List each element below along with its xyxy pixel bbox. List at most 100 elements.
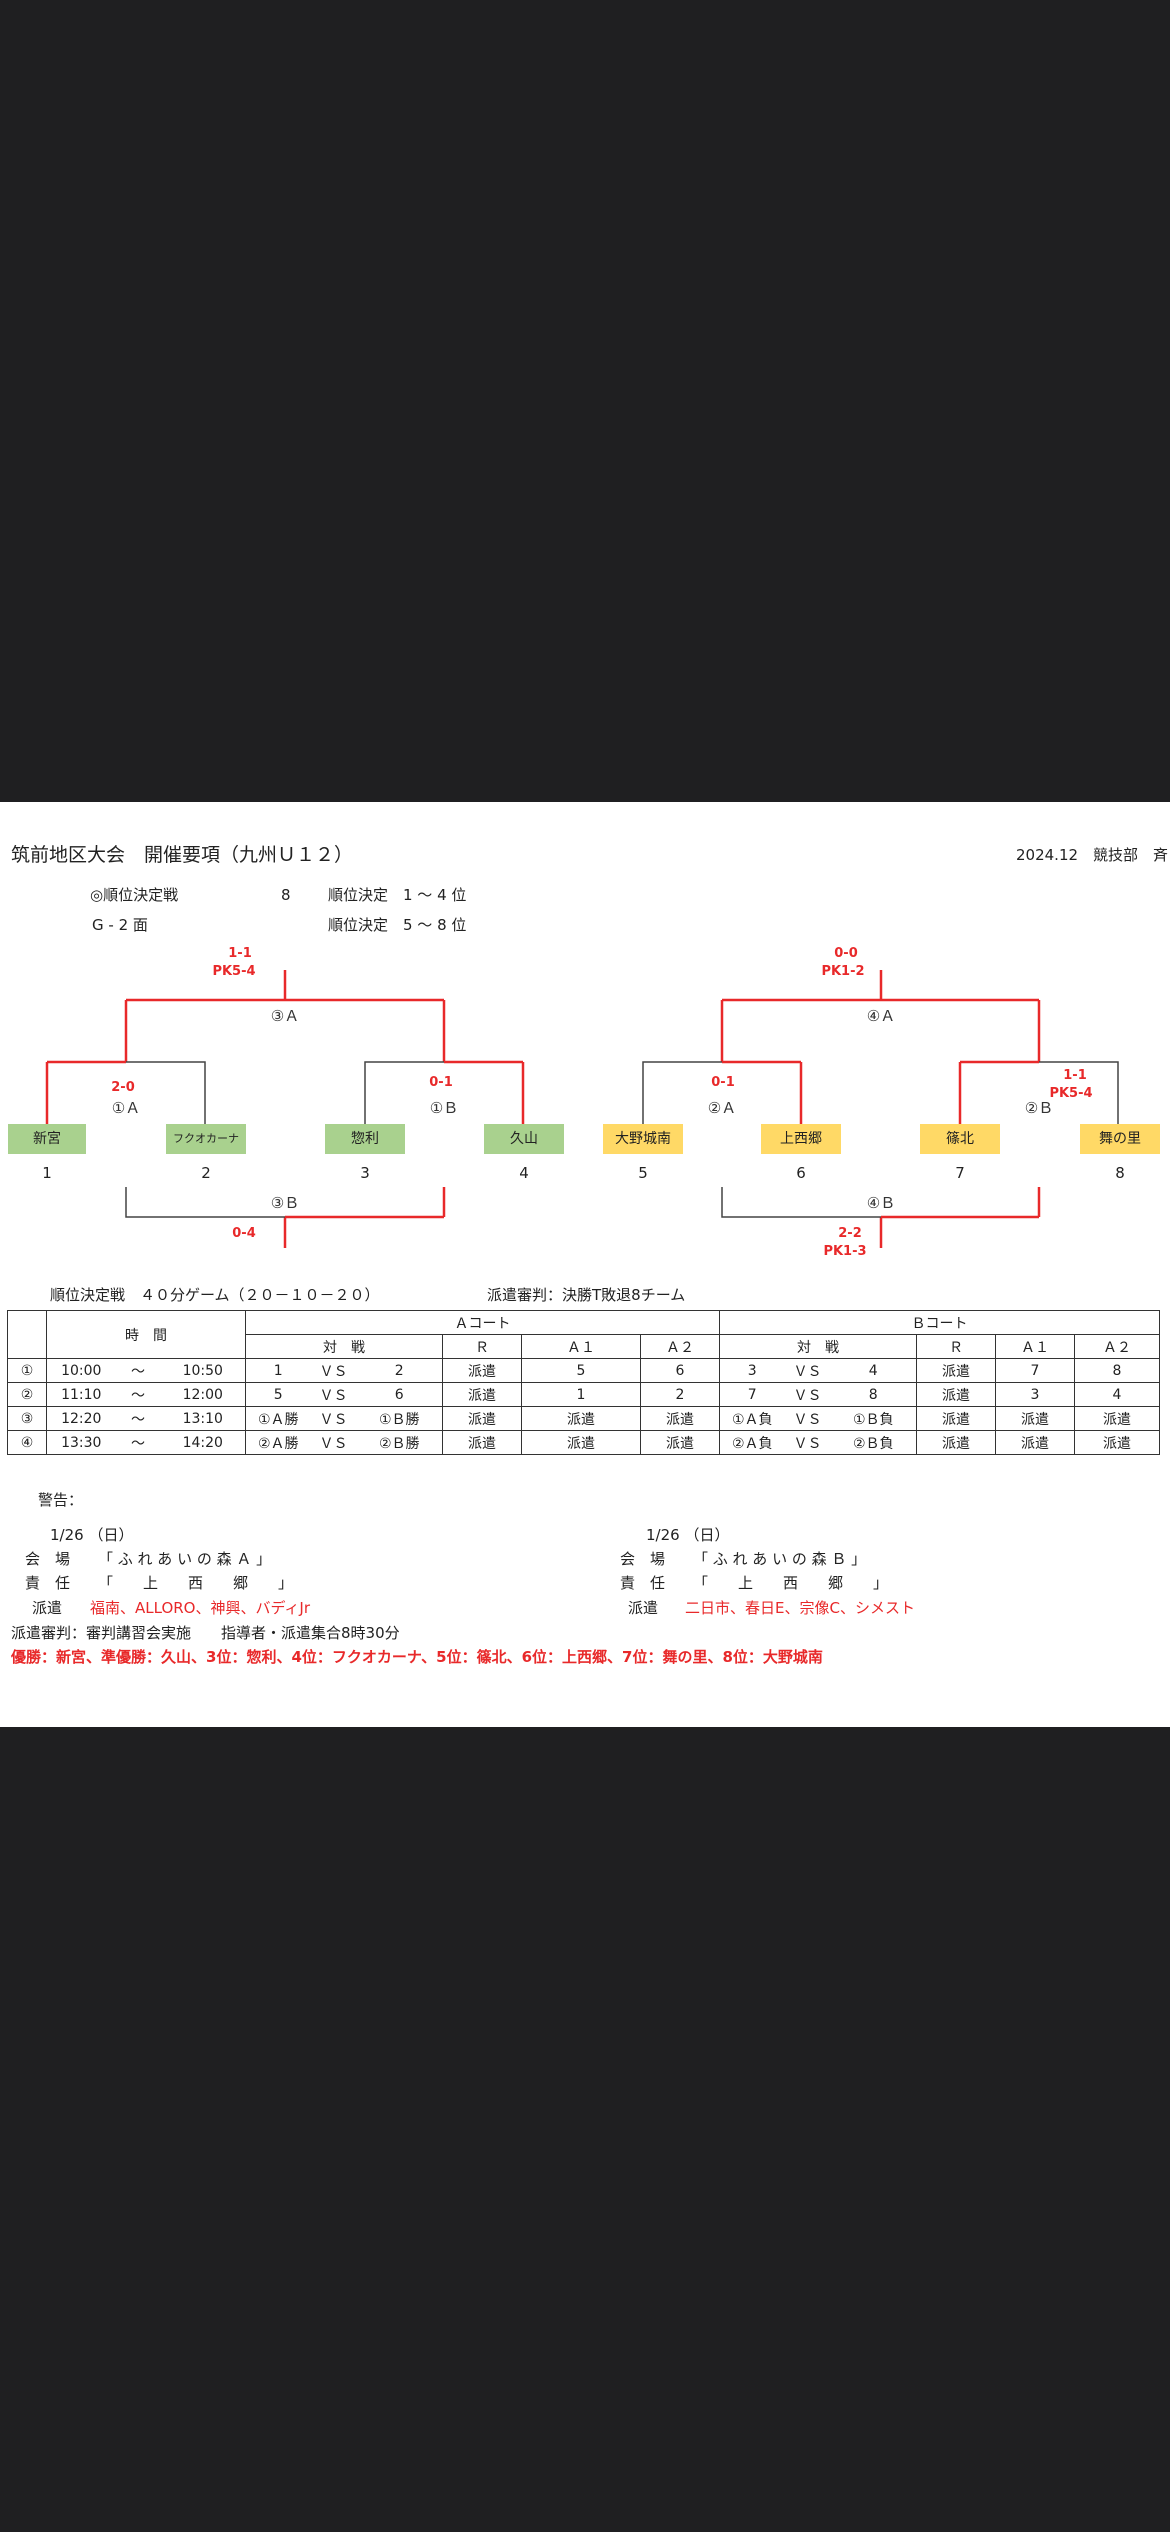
table-cell: ④	[7, 1430, 47, 1455]
table-cell: 派遣	[442, 1430, 522, 1455]
table-cell: 〜	[115, 1406, 161, 1431]
team-number: 3	[360, 1164, 370, 1182]
table-cell: 〜	[115, 1382, 161, 1407]
referee-note: 派遣審判：審判講習会実施 指導者・派遣集合8時30分	[11, 1624, 400, 1642]
table-cell: 2	[640, 1382, 720, 1407]
table-cell: ＶＳ	[784, 1358, 831, 1383]
table-cell: 派遣	[916, 1382, 996, 1407]
team-box: 新宮	[8, 1124, 86, 1154]
document-page: 筑前地区大会 開催要項（九州Ｕ１２） 2024.12 競技部 斉 ◎順位決定戦 …	[0, 802, 1170, 1727]
bracket-line	[364, 1061, 444, 1124]
bracket-line	[126, 1061, 206, 1124]
table-cell: 派遣	[1074, 1406, 1160, 1431]
table-cell: 7	[719, 1382, 785, 1407]
team-box: 舞の里	[1080, 1124, 1160, 1154]
team-number: 2	[201, 1164, 211, 1182]
right-responsible-label: 責 任	[620, 1574, 666, 1592]
left-venue-label: 会 場	[25, 1550, 71, 1568]
table-cell: 派遣	[442, 1382, 522, 1407]
header-cell: Ａ１	[995, 1334, 1075, 1359]
team-number: 1	[42, 1164, 52, 1182]
table-row: ① 10:00 〜 10:50 1 ＶＳ 2 派遣 5 6 3 ＶＳ 4 派遣 …	[7, 1358, 1160, 1383]
score-1b: 0-1	[429, 1075, 453, 1090]
table-cell: 派遣	[995, 1406, 1075, 1431]
score-2b: 1-1	[1063, 1068, 1087, 1083]
warning-label: 警告：	[38, 1491, 84, 1509]
table-row: ③ 12:20 〜 13:10 ①Ａ勝 ＶＳ ①Ｂ勝 派遣 派遣 派遣 ①Ａ負 …	[7, 1406, 1160, 1431]
table-header-row: 時 間 Ａコート Ｂコート	[7, 1310, 1160, 1359]
match-label-2a: ②Ａ	[707, 1099, 737, 1117]
bracket-line	[125, 1187, 285, 1218]
team-box: 大野城南	[603, 1124, 683, 1154]
table-cell: 4	[1074, 1382, 1160, 1407]
table-cell: ＶＳ	[310, 1430, 357, 1455]
match-label-3a: ③Ａ	[270, 1007, 300, 1025]
match-label-4b: ④Ｂ	[866, 1194, 896, 1212]
table-cell: ②Ａ負	[719, 1430, 785, 1455]
left-responsible: 「 上 西 郷 」	[98, 1574, 294, 1592]
table-cell: ①Ｂ勝	[356, 1406, 443, 1431]
score-4b: 2-2	[838, 1226, 862, 1241]
header-cell: Ａ１	[521, 1334, 641, 1359]
date-department: 2024.12 競技部 斉	[1016, 846, 1169, 864]
score-3b: 0-4	[232, 1226, 256, 1241]
right-venue: 「 ふ れ あ い の 森 Ｂ 」	[693, 1550, 867, 1568]
table-cell: 5	[245, 1382, 311, 1407]
score-2a: 0-1	[711, 1075, 735, 1090]
table-row: ④ 13:30 〜 14:20 ②Ａ勝 ＶＳ ②Ｂ勝 派遣 派遣 派遣 ②Ａ負 …	[7, 1430, 1160, 1455]
score-4a: 0-0	[834, 946, 858, 961]
table-cell: 3	[995, 1382, 1075, 1407]
table-cell: ②Ｂ勝	[356, 1430, 443, 1455]
table-cell: 派遣	[442, 1358, 522, 1383]
bracket-line	[642, 1061, 722, 1124]
table-cell: 13:10	[160, 1406, 246, 1431]
left-dispatch-label: 派遣	[32, 1599, 63, 1617]
left-responsible-label: 責 任	[25, 1574, 71, 1592]
team-box: 篠北	[920, 1124, 1000, 1154]
table-cell: 〜	[115, 1358, 161, 1383]
bracket-diagram	[45, 970, 1119, 1248]
schedule-table: 時 間 Ａコート Ｂコート 対 戦 Ｒ Ａ１ Ａ２ 対 戦 Ｒ Ａ１ Ａ２ ① …	[7, 1310, 1160, 1455]
right-dispatch-label: 派遣	[628, 1599, 659, 1617]
score-2b-pk: PK5-4	[1049, 1086, 1093, 1101]
team-number: 5	[638, 1164, 648, 1182]
team-box: 上西郷	[761, 1124, 841, 1154]
team-box: フクオカーナ	[166, 1124, 246, 1154]
table-cell: ①Ａ勝	[245, 1406, 311, 1431]
table-cell: 4	[830, 1358, 917, 1383]
table-cell: 13:30	[46, 1430, 116, 1455]
table-cell: 7	[995, 1358, 1075, 1383]
table-cell: ＶＳ	[310, 1382, 357, 1407]
table-cell: 派遣	[1074, 1430, 1160, 1455]
table-cell: 3	[719, 1358, 785, 1383]
table-cell: 12:20	[46, 1406, 116, 1431]
table-cell: ②	[7, 1382, 47, 1407]
header-cell: 対 戦	[245, 1334, 443, 1359]
table-cell: 8	[830, 1382, 917, 1407]
ranking-1-4: 順位決定 1 〜 4 位	[328, 886, 467, 904]
header-cell: Ａコート	[245, 1310, 720, 1335]
table-row: ② 11:10 〜 12:00 5 ＶＳ 6 派遣 1 2 7 ＶＳ 8 派遣 …	[7, 1382, 1160, 1407]
score-4a-pk: PK1-2	[821, 964, 865, 979]
table-cell: ①	[7, 1358, 47, 1383]
match-label-1a: ①Ａ	[111, 1099, 141, 1117]
score-3a: 1-1	[228, 946, 252, 961]
table-cell: 1	[521, 1382, 641, 1407]
header-cell: Ｒ	[916, 1334, 996, 1359]
table-cell: 12:00	[160, 1382, 246, 1407]
table-cell: 14:20	[160, 1430, 246, 1455]
table-cell: 派遣	[995, 1430, 1075, 1455]
table-cell: 派遣	[442, 1406, 522, 1431]
bracket-line	[721, 1187, 881, 1218]
header-cell: Ａ２	[640, 1334, 720, 1359]
table-cell: ＶＳ	[784, 1430, 831, 1455]
right-responsible: 「 上 西 郷 」	[693, 1574, 889, 1592]
team-number: 4	[519, 1164, 529, 1182]
team-number: 8	[1115, 1164, 1125, 1182]
table-cell: ①Ｂ負	[830, 1406, 917, 1431]
table-cell: 5	[521, 1358, 641, 1383]
header-cell: Ｂコート	[719, 1310, 1160, 1335]
table-cell: 派遣	[640, 1406, 720, 1431]
table-cell: ＶＳ	[784, 1406, 831, 1431]
table-cell: 6	[640, 1358, 720, 1383]
